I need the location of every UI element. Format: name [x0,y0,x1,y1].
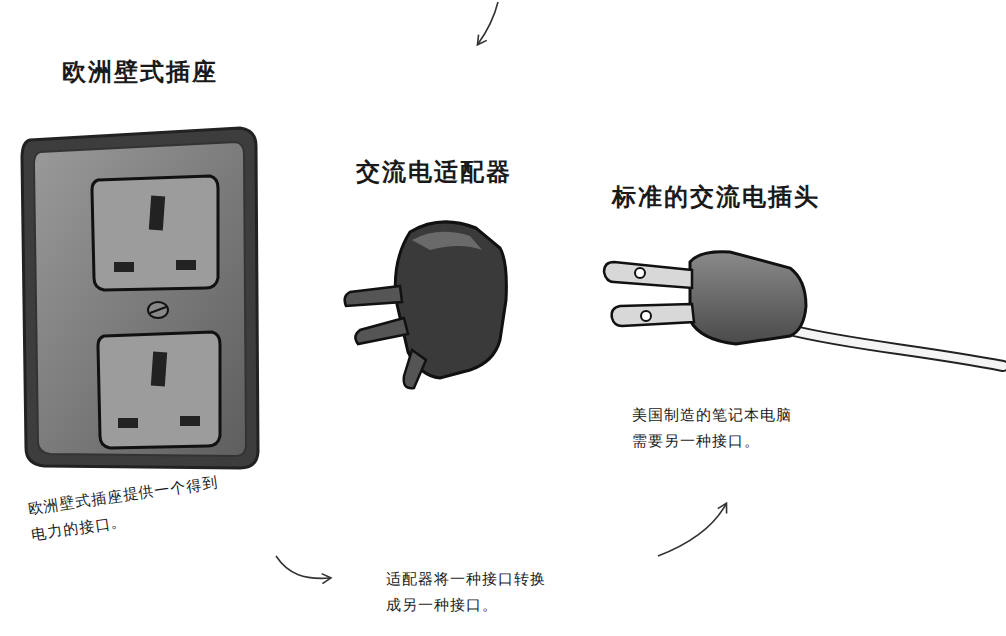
wall-socket [22,128,258,468]
adapter-heading: 交流电适配器 [356,158,512,187]
plug-note: 美国制造的笔记本电脑 需要另一种接口。 [632,402,792,455]
leader-arrow [658,504,726,556]
ac-adapter [345,222,507,388]
leader-arrow [478,2,498,44]
leader-arrow [276,556,330,578]
socket-heading: 欧洲壁式插座 [62,58,218,87]
plug-heading: 标准的交流电插头 [612,183,820,212]
socket-note: 欧洲壁式插座提供一个得到 电力的接口。 [26,469,223,548]
adapter-note: 适配器将一种接口转换 成另一种接口。 [386,566,546,619]
ac-plug [604,252,1003,366]
